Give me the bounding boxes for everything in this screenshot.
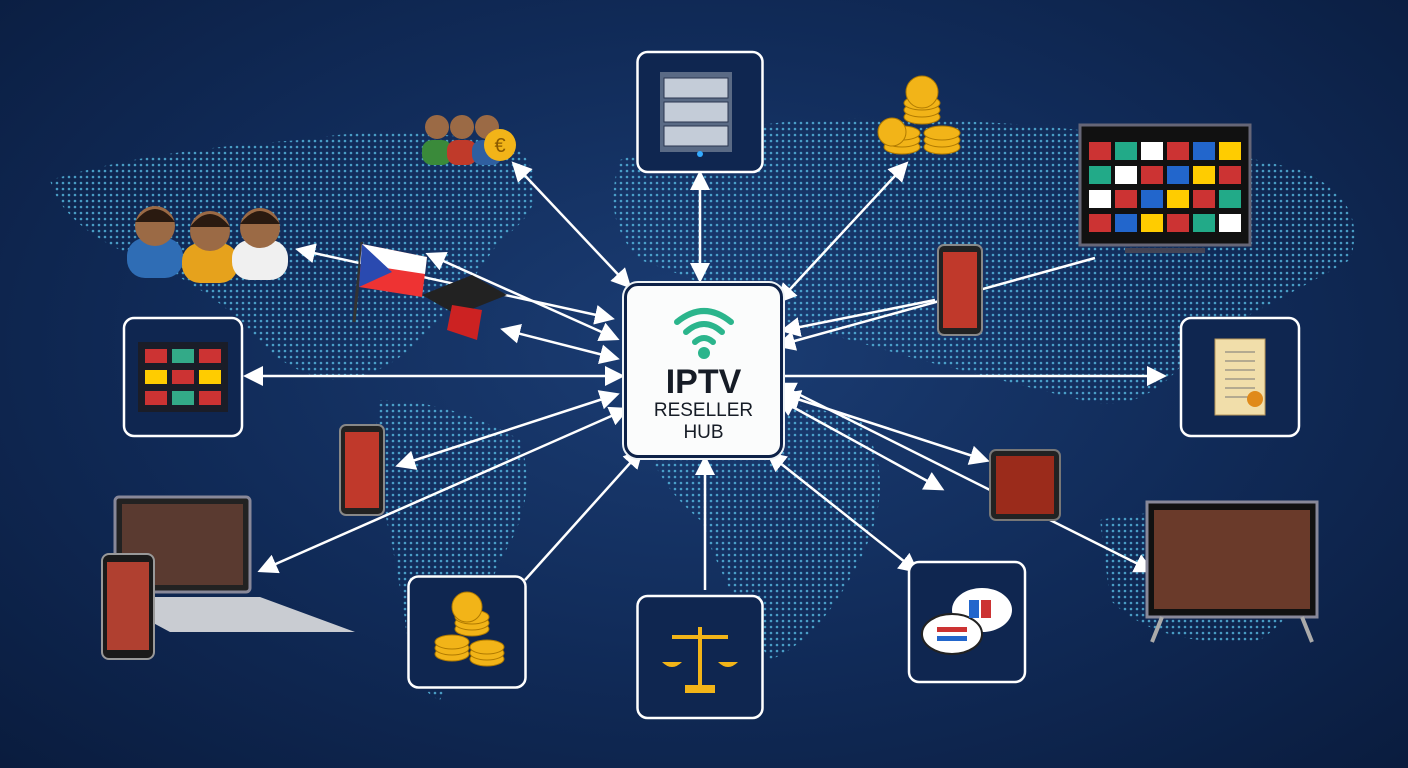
coins-icon <box>434 591 505 667</box>
node-customers <box>127 206 288 283</box>
node-tv-channels <box>1078 123 1252 253</box>
connection-arrow-smart-tv <box>775 382 1155 573</box>
connection-arrow-resellers <box>511 161 632 289</box>
node-tablet <box>989 449 1061 521</box>
channel-grid-icon <box>138 342 228 412</box>
node-channel-list <box>122 316 244 438</box>
people-group-icon <box>127 206 288 283</box>
node-server <box>636 50 764 174</box>
connection-arrow-tablet <box>780 390 990 465</box>
smart-tv-icon <box>1145 500 1319 643</box>
connection-arrow-tablet2 <box>775 397 945 491</box>
graduation-cap-icon <box>422 275 507 340</box>
scroll-icon <box>1214 338 1266 416</box>
node-resellers: € <box>422 115 516 165</box>
smartphone-icon <box>339 424 385 516</box>
connection-arrow-languages <box>766 451 919 574</box>
scales-icon <box>662 627 738 693</box>
tablet-icon <box>989 449 1061 521</box>
laptop-phone-icon <box>101 495 355 660</box>
node-currency <box>877 75 961 155</box>
node-mobile <box>937 244 983 336</box>
hub-title: IPTV <box>665 363 742 401</box>
hub-subtitle-1: RESELLER <box>653 400 754 421</box>
iptv-reseller-hub: IPTV RESELLER HUB <box>624 283 783 458</box>
connection-arrow-education <box>500 324 620 364</box>
hub-subtitle-2: HUB <box>683 422 724 443</box>
connection-arrow-mobile-left <box>395 390 620 470</box>
connection-arrow-currency <box>776 161 909 304</box>
node-country <box>352 241 427 323</box>
smartphone-icon <box>937 244 983 336</box>
svg-text:€: € <box>494 135 505 157</box>
node-smart-tv <box>1145 500 1319 643</box>
flag-icon <box>352 241 427 323</box>
coins-currency-icon <box>877 75 961 155</box>
tv-flags-icon <box>1078 123 1252 253</box>
node-legal <box>636 594 764 720</box>
node-education <box>422 275 507 340</box>
people-euro-icon: € <box>422 115 516 165</box>
chat-bubbles-icon <box>921 588 1012 655</box>
wifi-icon <box>673 308 734 359</box>
node-laptop <box>101 495 355 660</box>
node-languages <box>907 560 1027 684</box>
connection-arrow-mobile <box>780 298 936 337</box>
server-icon <box>660 72 732 157</box>
connection-arrow-laptop <box>257 406 630 574</box>
node-license <box>1179 316 1301 438</box>
node-payments <box>407 575 527 689</box>
connection-arrow-payments <box>524 448 644 581</box>
node-mobile-left <box>339 424 385 516</box>
